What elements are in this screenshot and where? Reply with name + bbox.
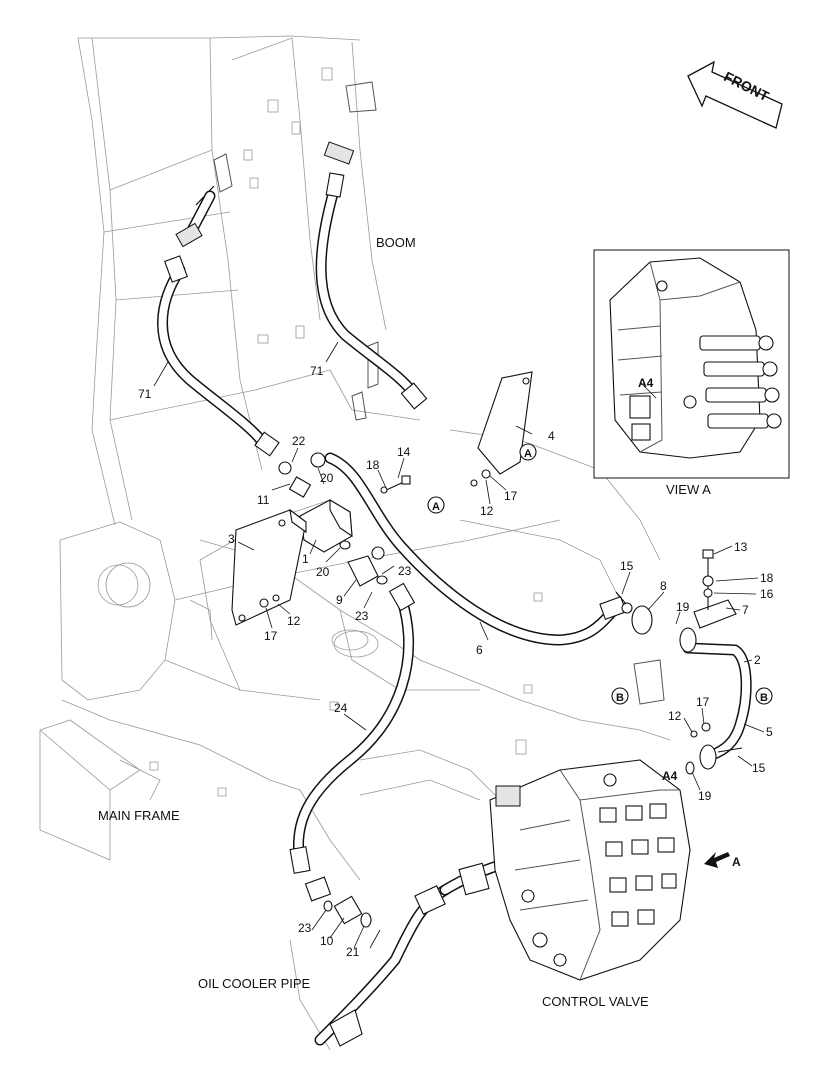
callout-17-left: 17	[264, 629, 278, 643]
callout-16: 16	[760, 587, 774, 601]
callout-2: 2	[754, 653, 761, 667]
callout-23-lower: 23	[298, 921, 312, 935]
port-a4-view: A4	[638, 376, 654, 390]
callout-71-left: 71	[138, 387, 152, 401]
control-valve-assembly	[489, 759, 691, 981]
callout-17-right: 17	[696, 695, 710, 709]
ref-marker-a-lower: A	[432, 501, 440, 513]
view-direction-arrow	[704, 852, 730, 868]
view-a-inset	[593, 249, 790, 479]
label-control-valve: CONTROL VALVE	[542, 994, 649, 1009]
callout-1: 1	[302, 552, 309, 566]
callout-11: 11	[257, 493, 270, 507]
callout-12-middle: 12	[480, 504, 494, 518]
callout-18-right: 18	[760, 571, 774, 585]
callout-7: 7	[742, 603, 749, 617]
callout-17-middle: 17	[504, 489, 518, 503]
ref-marker-b-right: B	[760, 692, 768, 704]
callout-23-middle: 23	[355, 609, 369, 623]
label-boom: BOOM	[376, 235, 416, 250]
callout-21: 21	[346, 945, 360, 959]
front-arrow	[687, 60, 783, 129]
part-callouts: 71 71 22 14 18 4 11 20 20 1 3 9 23 23 23…	[138, 364, 774, 959]
ref-marker-b-left: B	[616, 692, 624, 704]
callout-14: 14	[397, 445, 411, 459]
callout-15-lower: 15	[752, 761, 766, 775]
ref-marker-a-upper: A	[524, 448, 532, 460]
view-arrow-label: A	[732, 855, 741, 869]
callout-24: 24	[334, 701, 348, 715]
callout-23-upper: 23	[398, 564, 412, 578]
callout-13: 13	[734, 540, 748, 554]
callout-3: 3	[228, 532, 235, 546]
leader-lines	[153, 341, 765, 949]
callout-18-upper: 18	[366, 458, 380, 472]
port-a4-main: A4	[662, 769, 678, 783]
label-oil-cooler-pipe: OIL COOLER PIPE	[198, 976, 311, 991]
label-view-a: VIEW A	[666, 482, 711, 497]
callout-5: 5	[766, 725, 773, 739]
hose-71-right	[315, 184, 421, 401]
callout-12-right: 12	[668, 709, 682, 723]
callout-19-upper: 19	[676, 600, 690, 614]
callout-15-upper: 15	[620, 559, 634, 573]
callout-19-lower: 19	[698, 789, 712, 803]
view-a-spools	[699, 335, 782, 429]
callout-12-left: 12	[287, 614, 301, 628]
callout-20-upper: 20	[320, 471, 334, 485]
label-main-frame: MAIN FRAME	[98, 808, 180, 823]
callout-71-right: 71	[310, 364, 324, 378]
reference-markers: A A B B A4 A4 A	[427, 376, 773, 869]
hose-71-left	[157, 264, 271, 451]
callout-9: 9	[336, 593, 343, 607]
callout-10: 10	[320, 934, 334, 948]
callout-4: 4	[548, 429, 555, 443]
main-frame-structure	[39, 429, 671, 1051]
hose-6	[324, 452, 618, 646]
boom-structure	[77, 35, 421, 526]
hose-24	[292, 594, 414, 871]
fittings	[164, 141, 743, 1047]
callout-8: 8	[660, 579, 667, 593]
pipe-5	[682, 642, 752, 761]
callout-20-lower: 20	[316, 565, 330, 579]
callout-22: 22	[292, 434, 306, 448]
callout-6: 6	[476, 643, 483, 657]
